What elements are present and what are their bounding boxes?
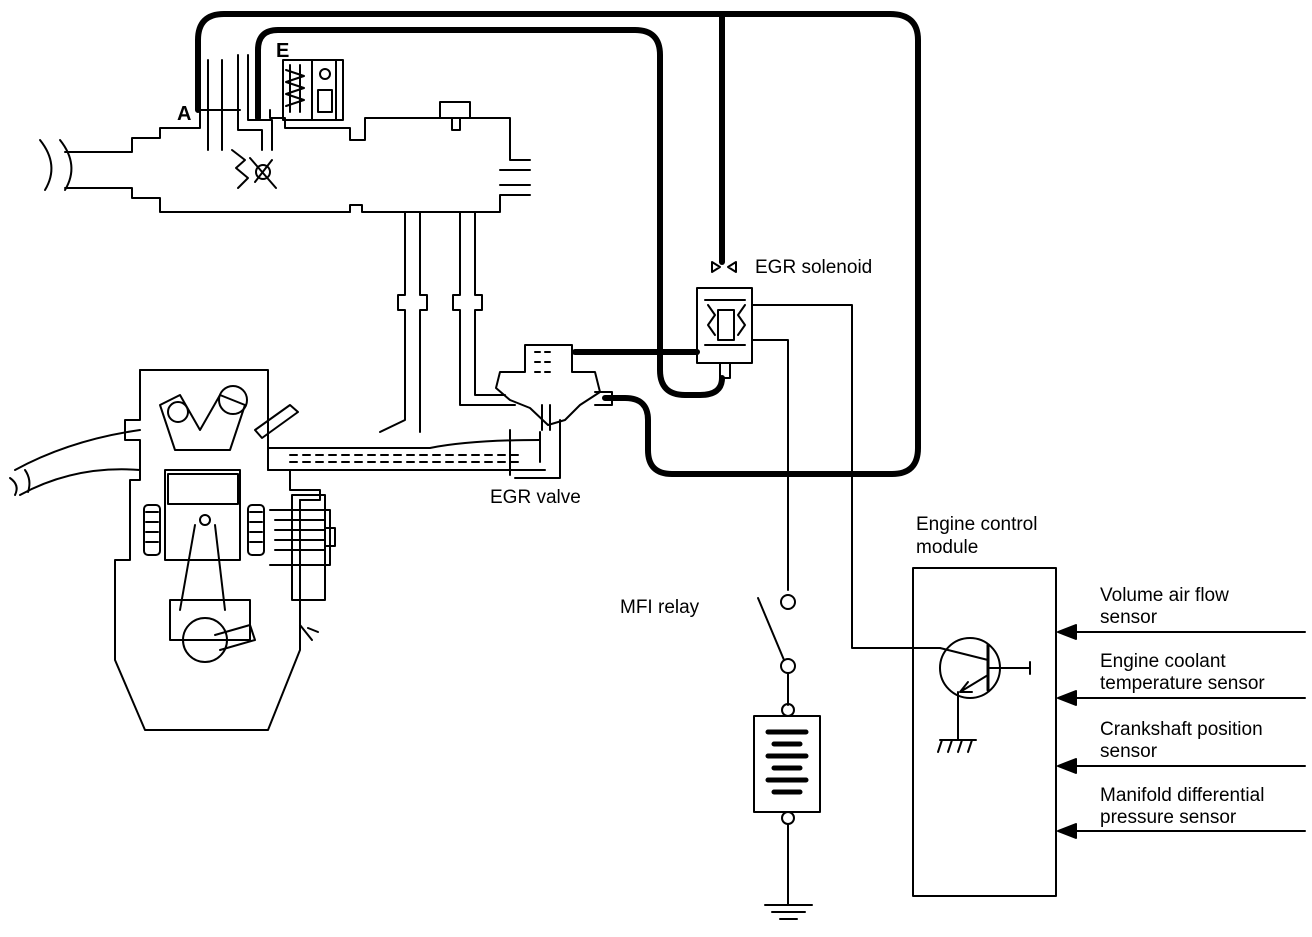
sensor-label-ect-line2: temperature sensor	[1100, 673, 1265, 694]
throttle-body	[39, 54, 531, 213]
port-a-label: A	[177, 103, 192, 125]
vacuum-hoses	[195, 11, 921, 477]
sensor-label-mdp-line2: pressure sensor	[1100, 807, 1237, 828]
ecm-label-line2: module	[916, 537, 979, 558]
sensor-label-ect-line1: Engine coolant	[1100, 651, 1226, 672]
egr-solenoid-label: EGR solenoid	[755, 257, 873, 278]
egr-valve-label: EGR valve	[490, 487, 581, 508]
port-e-label: E	[276, 40, 290, 62]
mfi-relay-label: MFI relay	[620, 597, 700, 618]
electrical-wiring	[751, 304, 941, 920]
intake-manifold	[379, 211, 516, 433]
sensor-label-vaf-line1: Volume air flow	[1100, 585, 1229, 606]
sensor-label-vaf-line2: sensor	[1100, 607, 1158, 628]
egr-solenoid	[696, 261, 753, 379]
ecm-label-line1: Engine control	[916, 514, 1038, 535]
sensor-label-ckp-line1: Crankshaft position	[1100, 719, 1263, 740]
sensor-label-ckp-line2: sensor	[1100, 741, 1158, 762]
sensor-inputs	[1057, 624, 1306, 839]
egr-passage	[267, 419, 561, 479]
engine-block	[9, 369, 336, 731]
sensor-label-mdp-line1: Manifold differential	[1100, 785, 1265, 806]
engine-control-module	[912, 567, 1057, 897]
egr-valve	[495, 344, 613, 431]
